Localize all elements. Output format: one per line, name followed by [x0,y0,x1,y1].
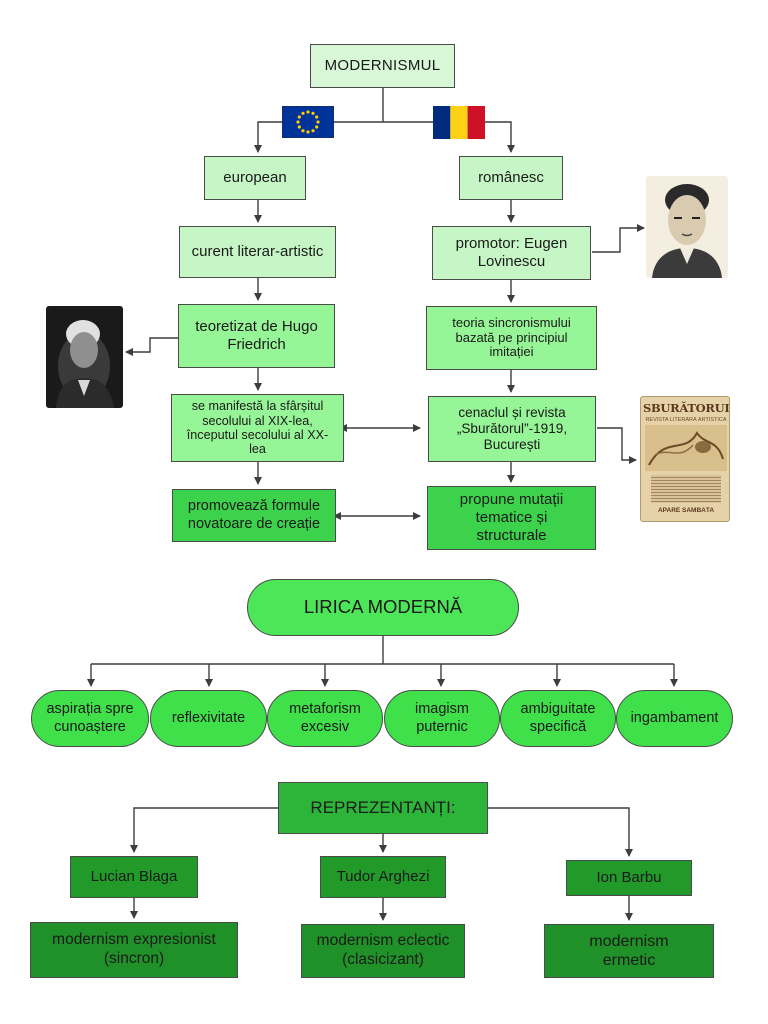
promoveaza-label: promovează formule novatoare de creație [187,498,321,532]
curent-literar-box: curent literar-artistic [179,226,336,278]
arrow-to-sburatorul-cover [597,427,637,464]
sincronism-label: teoria sincronismului bazată pe principi… [452,314,571,360]
trait-metaforism: metaforism excesiv [267,690,383,747]
mutatii-box: propune mutații tematice și structurale [427,486,596,550]
romanesc-label: românesc [478,169,544,186]
cover-subtitle: REVISTA LITERARĂ ARTISTICĂ [645,417,727,423]
trait-label: reflexivitate [171,709,246,726]
promoveaza-box: promovează formule novatoare de creație [172,489,336,542]
trait-reflexivitate: reflexivitate [150,690,267,747]
trait-label: ambiguitate specifică [520,701,596,735]
reprezentanti-box: REPREZENTANȚI: [278,782,488,834]
style-lucian-blaga: modernism expresionist (sincron) [30,922,238,978]
trait-aspiratia: aspirația spre cunoaștere [31,690,149,747]
trait-label: imagism puternic [415,701,469,735]
person-style: modernism eclectic (clasicizant) [316,932,450,968]
arrow-to-friedrich-photo [125,337,178,356]
cover-illustration [645,425,727,471]
arrow-to-lovinescu-photo [592,224,645,253]
portrait-hugo-friedrich [46,306,123,408]
portrait-eugen-lovinescu [646,176,728,278]
person-name: Lucian Blaga [90,868,178,885]
person-name: Ion Barbu [596,869,662,886]
sburatorul-cover: SBURĂTORUL REVISTA LITERARĂ ARTISTICĂ AP… [640,396,730,522]
eu-flag-icon [282,106,334,138]
trait-label: metaforism excesiv [289,701,361,735]
title-text: MODERNISMUL [324,57,441,74]
teoretizat-box: teoretizat de Hugo Friedrich [178,304,335,368]
cover-masthead: SBURĂTORUL [643,401,729,415]
lirica-moderna-label: LIRICA MODERNĂ [303,596,463,618]
promotor-label: promotor: Eugen Lovinescu [455,235,568,270]
person-name: Tudor Arghezi [336,868,430,885]
romania-flag-icon [433,106,485,139]
romanesc-box: românesc [459,156,563,200]
name-lucian-blaga: Lucian Blaga [70,856,198,898]
arrow-to-romanesc [383,121,515,153]
style-tudor-arghezi: modernism eclectic (clasicizant) [301,924,465,978]
sburatorul-label: cenaclul și revista „Sburătorul”-1919, B… [456,404,568,453]
reprezentanti-label: REPREZENTANȚI: [310,797,456,817]
style-ion-barbu: modernism ermetic [544,924,714,978]
teoretizat-label: teoretizat de Hugo Friedrich [195,318,318,353]
trait-label: aspirația spre cunoaștere [46,701,134,735]
person-style: modernism expresionist (sincron) [52,931,216,967]
trait-label: ingambament [630,709,719,726]
cover-footer: APARE SAMBĂTA [657,507,715,514]
manifesta-label: se manifestă la sfârșitul secolului al X… [186,399,329,457]
manifesta-box: se manifestă la sfârșitul secolului al X… [171,394,344,462]
mutatii-label: propune mutații tematice și structurale [459,491,564,544]
lirica-moderna-box: LIRICA MODERNĂ [247,579,519,636]
trait-ingambament: ingambament [616,690,733,747]
european-label: european [223,169,287,186]
arrow-to-european [254,121,383,153]
sburatorul-box: cenaclul și revista „Sburătorul”-1919, B… [428,396,596,462]
european-box: european [204,156,306,200]
name-ion-barbu: Ion Barbu [566,860,692,896]
title-box: MODERNISMUL [310,44,455,88]
name-tudor-arghezi: Tudor Arghezi [320,856,446,898]
sincronism-box: teoria sincronismului bazată pe principi… [426,306,597,370]
trait-imagism: imagism puternic [384,690,500,747]
person-style: modernism ermetic [589,932,669,969]
promotor-box: promotor: Eugen Lovinescu [432,226,591,280]
trait-ambiguitate: ambiguitate specifică [500,690,616,747]
curent-literar-label: curent literar-artistic [191,243,324,260]
cover-text-block [651,475,721,503]
